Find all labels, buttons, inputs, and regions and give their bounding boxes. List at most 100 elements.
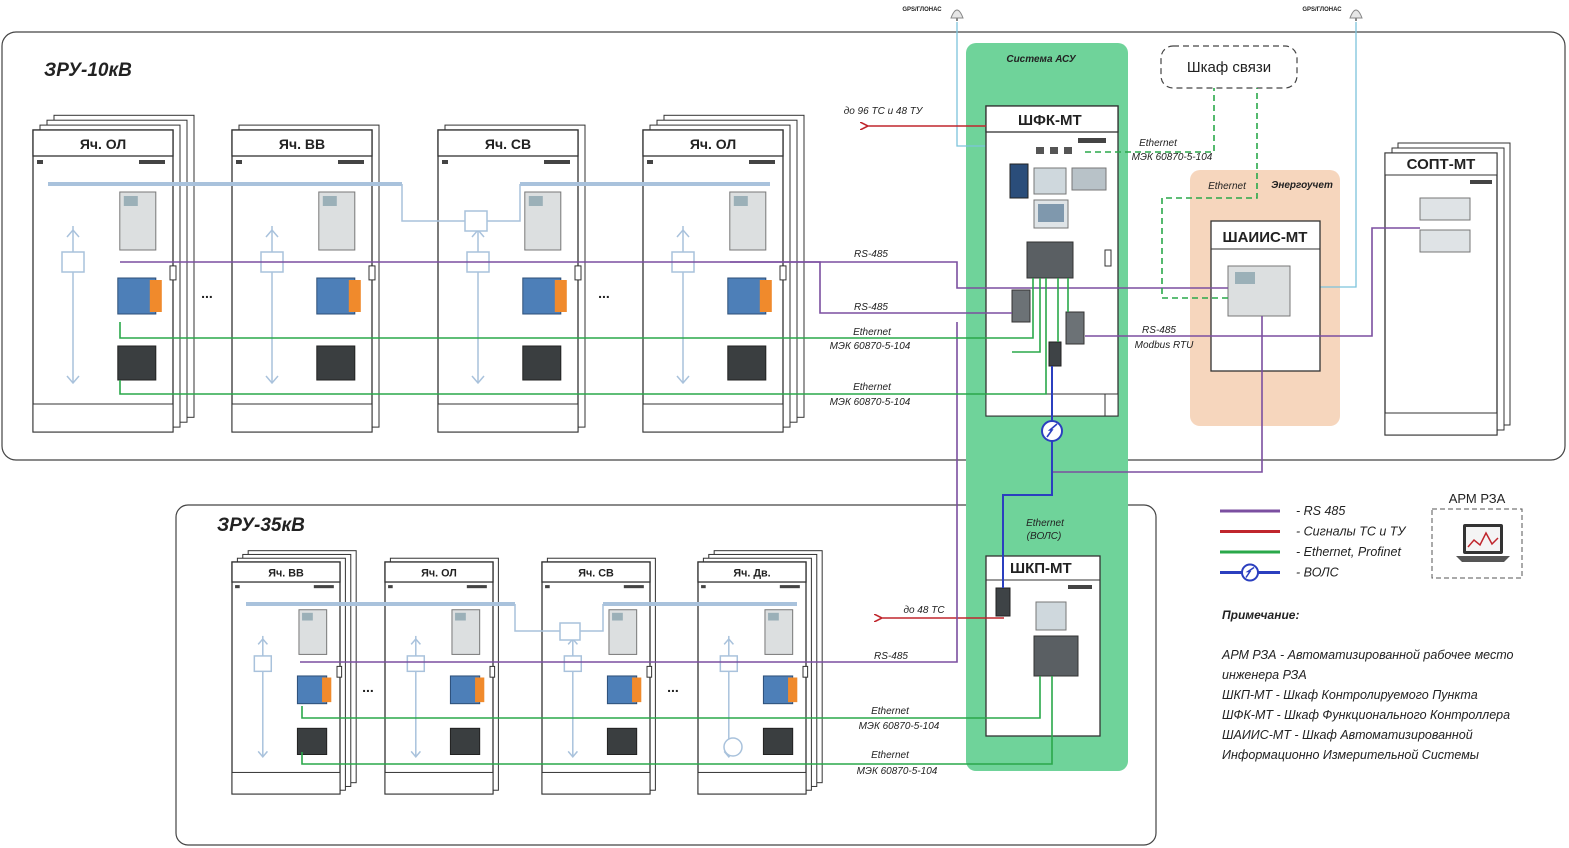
- cell-cabinet: Яч. СВ: [541, 557, 656, 795]
- ethernet-dashed-shais: [1161, 88, 1258, 299]
- zru35-cells: Яч. ВВ Яч. ОЛ Яч. СВ Яч. Дв.......: [231, 550, 823, 795]
- asu-title: Система АСУ: [1006, 54, 1077, 65]
- gps-label-right: GPS/ГЛОНАС: [1302, 7, 1342, 13]
- ethernet-label-3: Ethernet: [1139, 138, 1178, 149]
- legend-label: - ВОЛС: [1296, 566, 1340, 580]
- rs485-line-10kv-b: [730, 261, 1012, 314]
- converter-icon: [1011, 289, 1031, 323]
- iec104-label-5: МЭК 60870-5-104: [857, 766, 938, 777]
- rectifier-icon: [1419, 229, 1471, 253]
- notes-title: Примечание:: [1222, 608, 1299, 622]
- ellipsis: ...: [667, 679, 679, 695]
- switch-icon: [1009, 163, 1029, 199]
- iec104-label-3: МЭК 60870-5-104: [1132, 152, 1213, 163]
- connections: [119, 88, 1420, 765]
- cell-label: Яч. СВ: [485, 136, 531, 152]
- modbus-label: Modbus RTU: [1135, 340, 1195, 351]
- antenna-icon: [950, 9, 964, 19]
- ethernet-label-1: Ethernet: [853, 327, 892, 338]
- gps-antenna-left: GPS/ГЛОНАС: [902, 7, 964, 21]
- converter-icon: [1065, 311, 1085, 345]
- notes: АРМ РЗА - Автоматизированной рабочее мес…: [1221, 648, 1514, 762]
- io-module-icon: [316, 345, 356, 381]
- zru10-zone: [1, 31, 1566, 461]
- comm-cabinet-box: [1160, 45, 1298, 89]
- cell-cabinet: Яч. ВВ: [231, 124, 380, 433]
- protection-terminal-icon: [449, 675, 481, 705]
- note-line: ШФК-МТ - Шкаф Функционального Контроллер…: [1222, 708, 1510, 722]
- rs485-line-sopt: [1085, 227, 1420, 337]
- fiber-ethernet-label: Ethernet: [1026, 518, 1065, 529]
- iec104-label-1: МЭК 60870-5-104: [830, 341, 911, 352]
- zru35-zone: [175, 504, 1157, 846]
- cell-cabinet: Яч. ОЛ: [642, 114, 805, 433]
- rs485-label-4: RS-485: [874, 651, 908, 662]
- io-module-icon: [117, 345, 157, 381]
- legend-label: - RS 485: [1296, 504, 1345, 518]
- antenna-icon: [1349, 9, 1363, 19]
- shkp-devices: [995, 587, 1079, 677]
- cell-label: Яч. ВВ: [268, 568, 304, 580]
- to96-label: до 96 ТС и 48 ТУ: [844, 106, 924, 117]
- io-module-icon: [522, 345, 562, 381]
- cell-label: Яч. ОЛ: [690, 136, 736, 152]
- io-module-icon: [762, 727, 794, 756]
- gps-antenna-right: GPS/ГЛОНАС: [1302, 7, 1363, 21]
- cell-label: Яч. ОЛ: [421, 568, 457, 580]
- energy-title: Энергоучет: [1271, 180, 1333, 191]
- converter-icon: [995, 587, 1011, 617]
- arm-rza-box: [1431, 508, 1523, 579]
- cell-cabinet: Яч. ВВ: [231, 550, 357, 795]
- note-line: ШКП-МТ - Шкаф Контролируемого Пункта: [1222, 688, 1478, 702]
- shfk-label: ШФК-МТ: [1018, 112, 1082, 129]
- controller-icon: [1071, 167, 1107, 191]
- ethernet-line-10kv-b: [119, 278, 1047, 395]
- ethernet-line-10kv-a: [119, 278, 1034, 339]
- gps-label-left: GPS/ГЛОНАС: [902, 7, 942, 13]
- shfk-devices: [1009, 147, 1107, 367]
- cell-label: Яч. СВ: [578, 568, 614, 580]
- rs485-label-3: RS-485: [1142, 325, 1176, 336]
- comm-cabinet-label: Шкаф связи: [1187, 59, 1271, 76]
- ethernet-line-10kv-c: [1012, 278, 1041, 353]
- legend-label: - Сигналы ТС и ТУ: [1296, 525, 1407, 539]
- energy-ethernet-label: Ethernet: [1208, 181, 1247, 192]
- cell-cabinet: Яч. СВ: [437, 124, 586, 433]
- sopt-label: СОПТ-МТ: [1407, 156, 1476, 173]
- protection-terminal-icon: [316, 277, 356, 315]
- legend: - RS 485- Сигналы ТС и ТУ- Ethernet, Pro…: [1220, 504, 1407, 582]
- cell-cabinet: Яч. Дв.: [697, 550, 823, 795]
- fiber-icon: [1041, 420, 1063, 442]
- rs485-label-2: RS-485: [854, 302, 888, 313]
- ellipsis: ...: [201, 285, 213, 301]
- io-module-icon: [606, 727, 638, 756]
- link-labels: до 96 ТС и 48 ТУ до 48 ТС RS-485 RS-485 …: [830, 106, 1213, 777]
- rectifier-icon: [1419, 197, 1471, 221]
- ethernet-label-4: Ethernet: [871, 706, 910, 717]
- ellipsis: ...: [362, 679, 374, 695]
- io-module-icon: [296, 727, 328, 756]
- ethernet-dashed-shfk: [1085, 88, 1215, 153]
- cell-label: Яч. ОЛ: [80, 136, 126, 152]
- protection-terminal-icon: [117, 277, 157, 315]
- note-line: инженера РЗА: [1222, 668, 1307, 682]
- shkp-label: ШКП-МТ: [1010, 560, 1072, 577]
- shais-label: ШАИИС-МТ: [1223, 229, 1308, 246]
- iec104-label-4: МЭК 60870-5-104: [859, 721, 940, 732]
- controller-icon: [1033, 167, 1067, 195]
- zru35-title: ЗРУ-35кВ: [217, 515, 305, 536]
- note-line: АРМ РЗА - Автоматизированной рабочее мес…: [1221, 648, 1514, 662]
- ethernet-label-2: Ethernet: [853, 382, 892, 393]
- arm-rza-title: АРМ РЗА: [1449, 491, 1506, 506]
- io-module-icon: [727, 345, 767, 381]
- ethernet-line-35kv-a: [301, 676, 1041, 719]
- zru10-title: ЗРУ-10кВ: [44, 60, 132, 81]
- network-switch-icon: [1026, 241, 1074, 279]
- iec104-label-2: МЭК 60870-5-104: [830, 397, 911, 408]
- note-line: ШАИИС-МТ - Шкаф Автоматизированной: [1222, 728, 1473, 742]
- rs485-line-meter-down: [1052, 316, 1263, 473]
- network-switch-icon: [1033, 635, 1079, 677]
- ethernet-label-5: Ethernet: [871, 750, 910, 761]
